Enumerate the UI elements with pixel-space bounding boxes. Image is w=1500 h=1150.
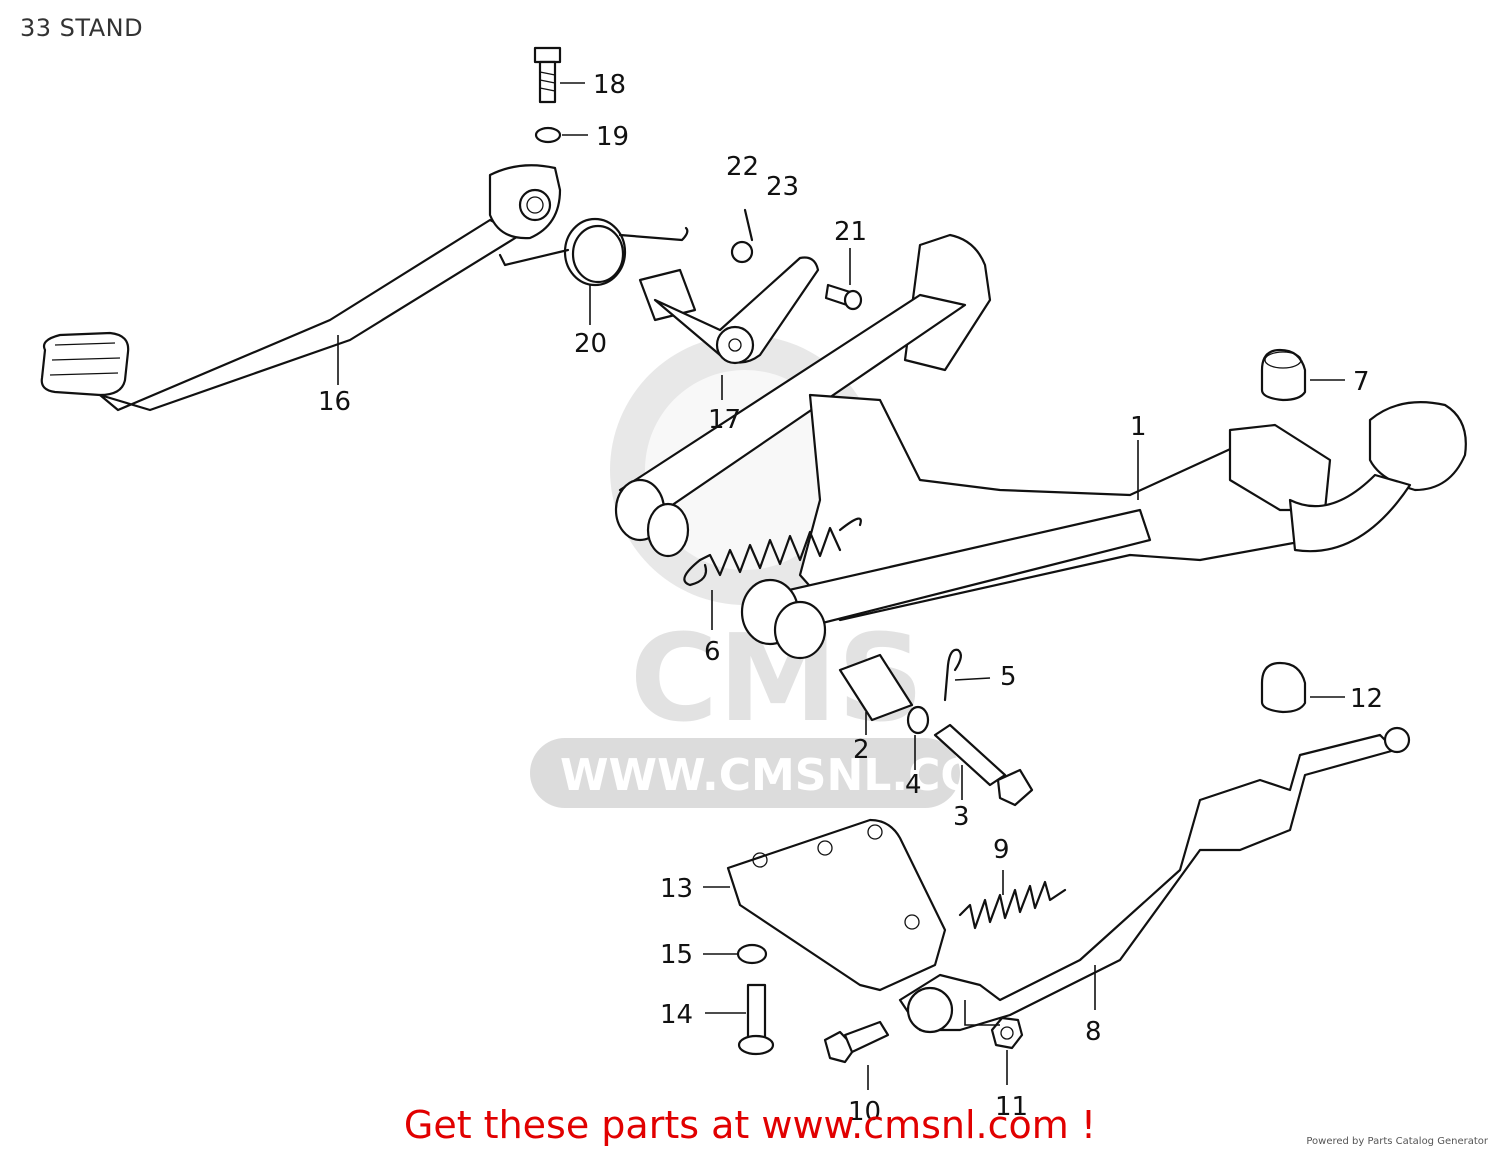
callout-23: 23 (766, 172, 799, 202)
part-10-bolt[interactable] (823, 1020, 890, 1064)
part-12-rubber-cap[interactable] (1260, 661, 1307, 714)
callout-21: 21 (834, 217, 867, 247)
callout-20: 20 (574, 329, 607, 359)
part-7-rubber-cap[interactable] (1260, 348, 1307, 402)
callout-7: 7 (1353, 367, 1370, 397)
part-20-spring[interactable] (498, 217, 689, 287)
callout-3: 3 (953, 802, 970, 832)
watermark-url: WWW.CMSNL.COM (560, 750, 1022, 801)
callout-6: 6 (704, 637, 721, 667)
callout-16: 16 (318, 387, 351, 417)
part-18-bolt[interactable] (533, 46, 562, 104)
callout-5: 5 (1000, 662, 1017, 692)
callout-4: 4 (905, 770, 922, 800)
part-5-clip[interactable] (943, 648, 962, 702)
callout-22: 22 (726, 152, 759, 182)
part-19-washer[interactable] (534, 126, 562, 144)
page-title: 33 STAND (20, 14, 144, 42)
part-15-washer[interactable] (736, 943, 768, 965)
callout-12: 12 (1350, 684, 1383, 714)
part-23-washer[interactable] (730, 240, 754, 264)
callout-18: 18 (593, 70, 626, 100)
part-11-nut[interactable] (990, 1016, 1024, 1050)
part-6-spring[interactable] (683, 517, 862, 587)
part-14-bolt[interactable] (737, 983, 775, 1056)
credit-text: Powered by Parts Catalog Generator (1306, 1136, 1488, 1147)
part-17-pivot-arm[interactable] (638, 256, 820, 365)
callout-9: 9 (993, 835, 1010, 865)
callout-17: 17 (708, 405, 741, 435)
buy-parts-link[interactable]: Get these parts at www.cmsnl.com ! (403, 1103, 1097, 1147)
part-4-washer[interactable] (906, 705, 930, 735)
part-16-brake-pedal[interactable] (40, 164, 562, 412)
callout-11: 11 (995, 1092, 1028, 1122)
callout-13: 13 (660, 874, 693, 904)
callout-19: 19 (596, 122, 629, 152)
callout-2: 2 (853, 735, 870, 765)
callout-15: 15 (660, 940, 693, 970)
callout-10: 10 (848, 1097, 881, 1127)
leader-lines (337, 82, 1345, 1090)
callout-14: 14 (660, 1000, 693, 1030)
callout-labels: 18 19 22 23 21 20 16 17 7 1 6 5 12 2 4 3… (318, 70, 1383, 1127)
callout-8: 8 (1085, 1017, 1102, 1047)
part-1-main-stand[interactable] (614, 233, 1467, 660)
part-2-collar[interactable] (838, 653, 914, 722)
callout-1: 1 (1130, 412, 1147, 442)
part-3-bolt[interactable] (933, 723, 1034, 807)
part-21-pin[interactable] (824, 283, 863, 311)
part-22-cotter-pin[interactable] (743, 208, 754, 242)
part-13-bracket[interactable] (726, 818, 947, 992)
part-8-side-stand[interactable] (898, 726, 1411, 1034)
part-9-spring[interactable] (958, 880, 1067, 930)
